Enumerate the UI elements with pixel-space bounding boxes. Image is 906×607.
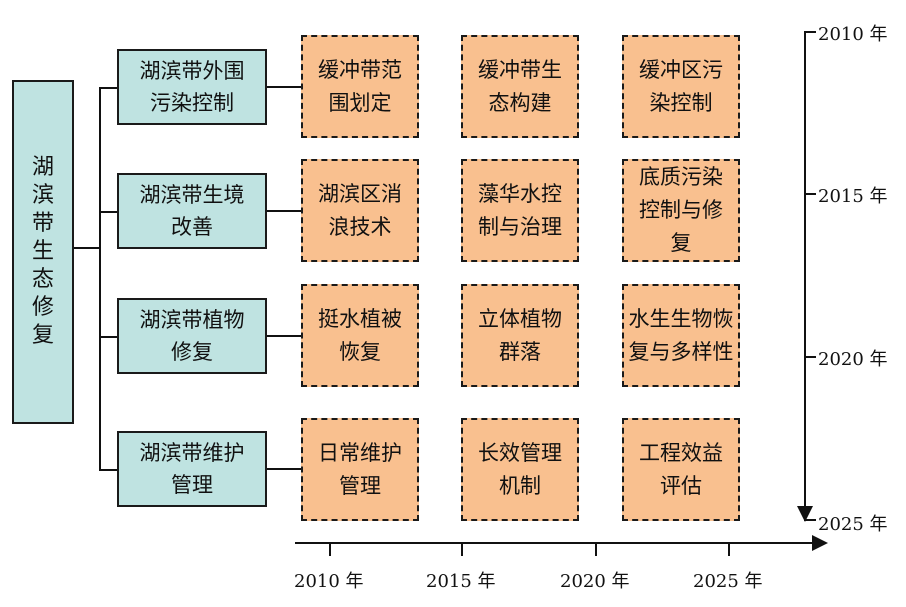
connector-branch-2 xyxy=(99,211,117,213)
root-node: 湖滨带生态修复 xyxy=(12,80,74,424)
task-label: 缓冲带范围划定 xyxy=(318,57,402,115)
category-habitat-improvement: 湖滨带生境改善 xyxy=(117,173,267,249)
horizontal-axis-arrowhead xyxy=(812,535,828,551)
task-plant-community: 立体植物群落 xyxy=(461,284,579,387)
h-axis-tick xyxy=(595,542,597,556)
category-label: 湖滨带外围污染控制 xyxy=(139,59,245,115)
connector-task-3 xyxy=(267,335,301,337)
task-daily-maintenance: 日常维护管理 xyxy=(301,418,419,521)
task-label: 水生生物恢复与多样性 xyxy=(628,306,734,364)
task-aquatic-biodiversity: 水生生物恢复与多样性 xyxy=(622,284,740,387)
task-algae-control: 藻华水控制与治理 xyxy=(461,159,579,262)
connector-task-4 xyxy=(267,468,301,470)
task-label: 长效管理机制 xyxy=(478,440,562,498)
task-buffer-range: 缓冲带范围划定 xyxy=(301,35,419,138)
connector-task-2 xyxy=(267,210,301,212)
task-long-term-mechanism: 长效管理机制 xyxy=(461,418,579,521)
task-label: 缓冲区污染控制 xyxy=(639,57,723,115)
task-buffer-pollution: 缓冲区污染控制 xyxy=(622,35,740,138)
h-axis-tick xyxy=(728,542,730,556)
h-axis-label: 2025 年 xyxy=(693,571,763,592)
v-axis-label: 2020 年 xyxy=(818,349,888,370)
h-axis-label: 2015 年 xyxy=(426,571,496,592)
v-axis-tick xyxy=(804,356,816,358)
task-wave-reduction: 湖滨区消浪技术 xyxy=(301,159,419,262)
category-label: 湖滨带植物修复 xyxy=(139,308,245,364)
connector-branch-3 xyxy=(99,336,117,338)
task-label: 湖滨区消浪技术 xyxy=(318,181,402,239)
task-sediment-control: 底质污染控制与修复 xyxy=(622,159,740,262)
task-label: 底质污染控制与修复 xyxy=(639,165,723,255)
task-label: 工程效益评估 xyxy=(639,440,723,498)
v-axis-label: 2015 年 xyxy=(818,186,888,207)
task-emergent-vegetation: 挺水植被恢复 xyxy=(301,284,419,387)
h-axis-tick xyxy=(329,542,331,556)
task-label: 立体植物群落 xyxy=(478,306,562,364)
root-label: 湖滨带生态修复 xyxy=(31,155,54,348)
task-buffer-ecology: 缓冲带生态构建 xyxy=(461,35,579,138)
connector-branch-4 xyxy=(99,469,117,471)
h-axis-label: 2020 年 xyxy=(560,571,630,592)
task-label: 缓冲带生态构建 xyxy=(478,57,562,115)
category-plant-restoration: 湖滨带植物修复 xyxy=(117,298,267,374)
connector-trunk xyxy=(99,87,101,470)
category-label: 湖滨带维护管理 xyxy=(139,441,245,497)
connector-branch-1 xyxy=(99,87,117,89)
v-axis-tick xyxy=(804,31,816,33)
task-label: 日常维护管理 xyxy=(318,440,402,498)
task-label: 藻华水控制与治理 xyxy=(478,181,562,239)
horizontal-time-axis xyxy=(295,542,815,544)
task-label: 挺水植被恢复 xyxy=(318,306,402,364)
task-benefit-evaluation: 工程效益评估 xyxy=(622,418,740,521)
v-axis-label: 2025 年 xyxy=(818,514,888,535)
category-maintenance-management: 湖滨带维护管理 xyxy=(117,431,267,507)
v-axis-tick xyxy=(804,193,816,195)
connector-root xyxy=(74,247,100,249)
connector-task-1 xyxy=(267,86,301,88)
category-label: 湖滨带生境改善 xyxy=(139,183,245,239)
vertical-axis-arrowhead xyxy=(797,506,813,522)
h-axis-label: 2010 年 xyxy=(294,571,364,592)
h-axis-tick xyxy=(461,542,463,556)
v-axis-label: 2010 年 xyxy=(818,24,888,45)
category-pollution-control: 湖滨带外围污染控制 xyxy=(117,49,267,125)
vertical-time-axis xyxy=(804,32,806,508)
v-axis-tick xyxy=(804,519,816,521)
